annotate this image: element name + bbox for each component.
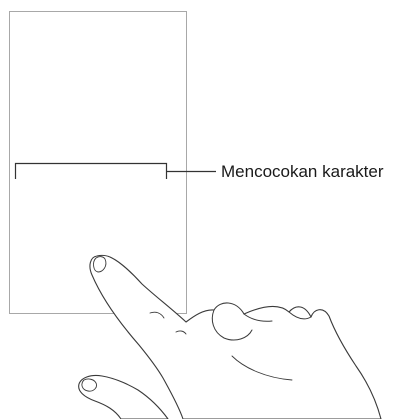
- thumb-nail: [82, 379, 97, 391]
- pointing-hand-icon: [79, 255, 381, 419]
- callout-label: Mencocokan karakter: [221, 162, 384, 181]
